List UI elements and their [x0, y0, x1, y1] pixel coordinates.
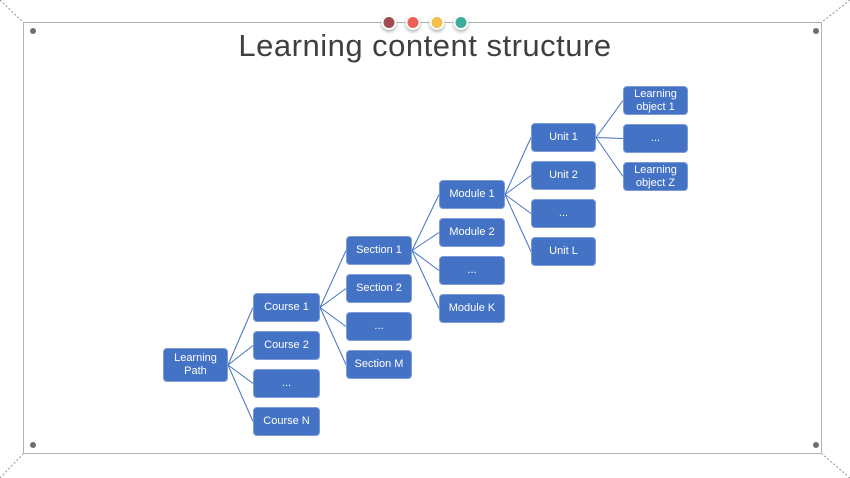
connector-line [411, 250, 440, 309]
decoration-dot [381, 15, 397, 30]
connector-line [595, 100, 624, 138]
corner-diagonal-top-right [821, 0, 850, 23]
node-courses-3: ... [253, 369, 320, 398]
decoration-dot [405, 15, 421, 30]
connector-line [319, 307, 347, 327]
connector-line [227, 364, 254, 422]
connector-line [504, 175, 532, 195]
node-modules-4: Module K [439, 294, 505, 323]
node-modules-3: ... [439, 256, 505, 285]
decoration-dot [453, 15, 469, 30]
node-units-4: Unit L [531, 237, 596, 266]
corner-diagonal-top-left [0, 0, 24, 23]
decoration-dot [429, 15, 445, 30]
corner-dot-top-left [30, 28, 36, 34]
connector-line [595, 137, 624, 177]
node-courses-4: Course N [253, 407, 320, 436]
connector-line [504, 194, 532, 214]
node-units-2: Unit 2 [531, 161, 596, 190]
connector-line [504, 194, 532, 252]
node-learning-objects-3: Learning object Z [623, 162, 688, 191]
node-sections-3: ... [346, 312, 412, 341]
connector-line [411, 232, 440, 251]
node-units-1: Unit 1 [531, 123, 596, 152]
node-modules-1: Module 1 [439, 180, 505, 209]
node-units-3: ... [531, 199, 596, 228]
node-courses-1: Course 1 [253, 293, 320, 322]
corner-dot-top-right [813, 28, 819, 34]
slide-frame-border [23, 22, 822, 454]
node-sections-4: Section M [346, 350, 412, 379]
connector-line [411, 194, 440, 251]
corner-dot-bottom-right [813, 442, 819, 448]
connector-line [227, 364, 254, 384]
node-learning-objects-2: ... [623, 124, 688, 153]
node-learning-objects-1: Learning object 1 [623, 86, 688, 115]
connector-line [319, 307, 347, 365]
connector-line [504, 137, 532, 195]
slide-title: Learning content structure [238, 28, 612, 63]
connector-line [411, 250, 440, 271]
corner-diagonal-bottom-left [0, 453, 24, 478]
node-modules-2: Module 2 [439, 218, 505, 247]
corner-diagonal-bottom-right [821, 453, 850, 478]
node-courses-2: Course 2 [253, 331, 320, 360]
corner-dot-bottom-left [30, 442, 36, 448]
decoration-dots [381, 15, 469, 30]
connector-line [319, 288, 347, 308]
node-learning-path-1: Learning Path [163, 348, 228, 382]
connector-line [319, 250, 347, 308]
connector-line [595, 137, 624, 139]
connector-line [227, 307, 254, 366]
connector-line [227, 345, 254, 366]
node-sections-1: Section 1 [346, 236, 412, 265]
node-sections-2: Section 2 [346, 274, 412, 303]
